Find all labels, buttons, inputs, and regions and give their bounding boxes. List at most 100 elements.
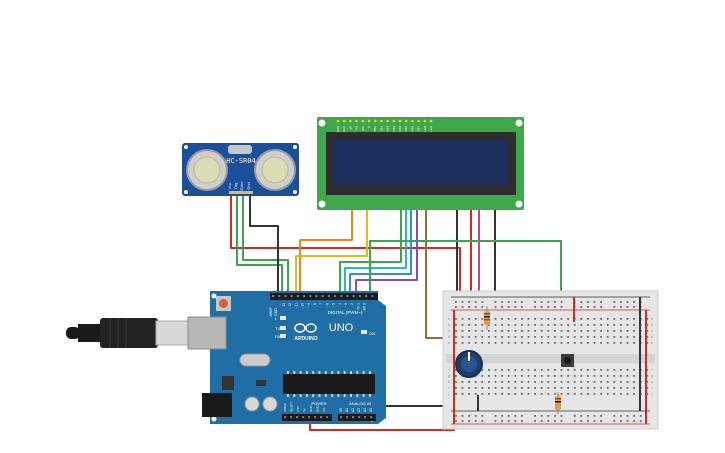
lcd-pin[interactable] [373, 119, 377, 123]
header-hole [340, 295, 343, 298]
breadboard-hole [560, 381, 563, 383]
breadboard-hole [587, 318, 589, 320]
rail-hole [613, 415, 616, 417]
breadboard-hole [554, 381, 556, 383]
lcd-pin[interactable] [392, 119, 396, 123]
breadboard-hole [554, 324, 556, 326]
breadboard-hole [587, 342, 589, 344]
lcd-pin[interactable] [361, 119, 365, 123]
breadboard-row-letter: e [651, 341, 653, 345]
lcd-pin-label: LED [423, 126, 427, 131]
header-hole [334, 295, 337, 298]
potentiometer[interactable] [455, 350, 483, 378]
chip-leg [350, 394, 352, 397]
usb-port [187, 316, 227, 350]
breadboard-hole [620, 330, 622, 332]
lcd-pin[interactable] [380, 119, 383, 123]
lcd-pin[interactable] [342, 119, 346, 123]
chip-leg [356, 371, 359, 374]
lcd-pin-label: DB2 [386, 126, 390, 132]
chip-leg [312, 371, 315, 374]
breadboard-hole [593, 369, 596, 371]
lcd-pin[interactable] [404, 119, 408, 123]
breadboard-hole [554, 330, 556, 332]
rail-hole [521, 301, 523, 303]
resistor-pulldown[interactable] [555, 392, 561, 414]
resistor-backlight[interactable] [484, 306, 490, 330]
rail-hole [593, 415, 596, 417]
rail-hole [514, 301, 517, 303]
rail-hole [461, 306, 464, 308]
digital-pin-label: ~9 [307, 303, 311, 307]
lcd-pin[interactable] [411, 119, 414, 123]
breadboard-hole [501, 393, 503, 395]
rail-hole [560, 306, 563, 308]
lcd-pin[interactable] [386, 119, 389, 123]
power-pin-label: IOREF [283, 403, 287, 412]
breadboard-hole [633, 387, 635, 389]
breadboard-hole [620, 393, 622, 395]
lcd-pin[interactable] [423, 119, 427, 123]
reset-button[interactable] [219, 299, 228, 308]
breadboard-hole [633, 381, 635, 383]
breadboard-hole [646, 336, 649, 338]
rail-hole [455, 306, 457, 308]
header-hole [371, 295, 374, 298]
lcd-pin[interactable] [398, 119, 402, 123]
rail-hole [455, 301, 457, 303]
lcd-pin[interactable] [349, 119, 352, 123]
ultrasonic-sensor[interactable]: HC-SR04 Vcc Trig Echo Gnd [182, 143, 299, 196]
breadboard-row-letter: h [651, 380, 653, 384]
breadboard-hole [633, 330, 635, 332]
lcd-pin[interactable] [336, 119, 340, 123]
rail-hole [547, 415, 550, 417]
breadboard-hole [554, 342, 556, 344]
breadboard-hole [540, 375, 543, 377]
breadboard-hole [474, 336, 477, 338]
chip-leg [356, 394, 359, 397]
header-hole [364, 416, 367, 419]
lcd-pin-label: DB1 [379, 126, 383, 132]
breadboard-hole [534, 375, 536, 377]
breadboard-hole [494, 318, 497, 320]
lcd-pin[interactable] [355, 119, 358, 123]
breadboard-hole [521, 324, 523, 326]
header-hole [320, 416, 323, 419]
rail-hole [468, 420, 470, 422]
rail-hole [633, 306, 635, 308]
breadboard-hole [580, 318, 583, 320]
breadboard-hole [494, 387, 497, 389]
breadboard-hole [560, 369, 563, 371]
rail-hole [481, 420, 484, 422]
lcd-pin[interactable] [417, 119, 420, 123]
sensor-pin-trig-label: Trig [233, 183, 238, 190]
breadboard-hole [613, 387, 616, 389]
power-pin-label: RESET [290, 402, 294, 412]
breadboard-hole [488, 387, 490, 389]
analog-pin-label: A3 [357, 408, 361, 412]
header-hole [365, 295, 368, 298]
breadboard-hole [547, 375, 550, 377]
chip-leg [368, 394, 371, 397]
breadboard-hole [534, 330, 536, 332]
digital-pin-label: RX 0 [363, 303, 367, 310]
push-button[interactable] [561, 354, 574, 367]
rail-hole [560, 415, 563, 417]
breadboard-hole [455, 375, 457, 377]
breadboard-hole [507, 381, 510, 383]
breadboard-hole [626, 336, 629, 338]
breadboard-hole [587, 336, 589, 338]
l-led [280, 316, 286, 320]
rail-hole [540, 301, 543, 303]
lcd-pin[interactable] [429, 119, 433, 123]
breadboard-row-letter: d [651, 335, 653, 339]
breadboard-hole [494, 393, 497, 395]
breadboard-hole [626, 387, 629, 389]
microcontroller-chip [283, 374, 375, 394]
lcd-pin[interactable] [367, 119, 371, 123]
breadboard-hole [494, 369, 497, 371]
breadboard-hole [573, 324, 576, 326]
breadboard-row-letter: c [651, 329, 653, 333]
